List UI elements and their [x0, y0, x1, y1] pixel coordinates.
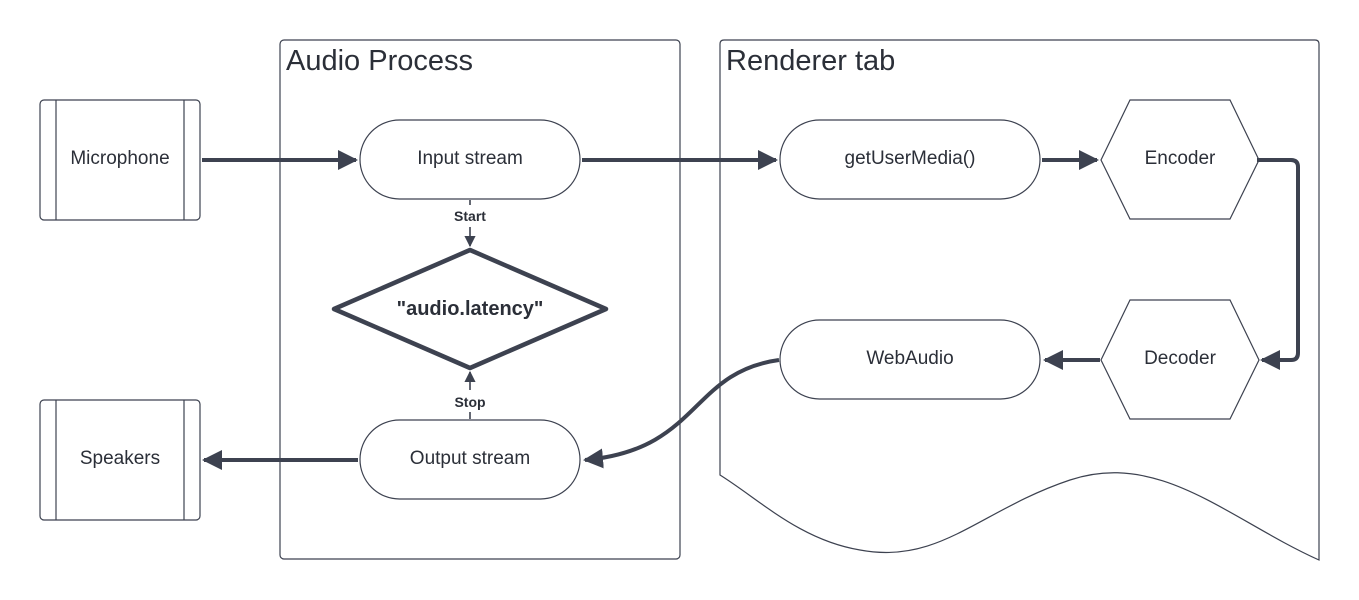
output-stream-label: Output stream — [410, 448, 530, 469]
decoder-node[interactable]: Decoder — [1100, 299, 1260, 420]
stop-label: Stop — [454, 394, 485, 410]
webaudio-to-output-arrow — [583, 358, 780, 469]
speakers-device[interactable]: Speakers — [39, 399, 201, 521]
renderer-tab-title: Renderer tab — [726, 45, 895, 77]
get-user-media-node[interactable]: getUserMedia() — [779, 119, 1041, 200]
start-label: Start — [454, 208, 486, 224]
encoder-node[interactable]: Encoder — [1100, 99, 1260, 220]
audio-latency-label: "audio.latency" — [397, 298, 544, 320]
decoder-label: Decoder — [1144, 348, 1216, 369]
encoder-to-decoder-arrow — [1257, 158, 1300, 370]
start-connector: Start — [454, 200, 486, 248]
input-stream-node[interactable]: Input stream — [359, 119, 581, 200]
output-stream-node[interactable]: Output stream — [359, 419, 581, 500]
microphone-label: Microphone — [70, 148, 169, 169]
encoder-label: Encoder — [1145, 148, 1216, 169]
web-audio-label: WebAudio — [866, 348, 953, 369]
audio-process-title: Audio Process — [286, 45, 473, 77]
microphone-device[interactable]: Microphone — [39, 99, 201, 221]
stop-connector: Stop — [454, 370, 486, 419]
audio-latency-decision[interactable]: "audio.latency" — [331, 247, 609, 371]
web-audio-node[interactable]: WebAudio — [779, 319, 1041, 400]
get-user-media-label: getUserMedia() — [845, 148, 976, 169]
speakers-label: Speakers — [80, 448, 160, 469]
input-stream-label: Input stream — [417, 148, 523, 169]
